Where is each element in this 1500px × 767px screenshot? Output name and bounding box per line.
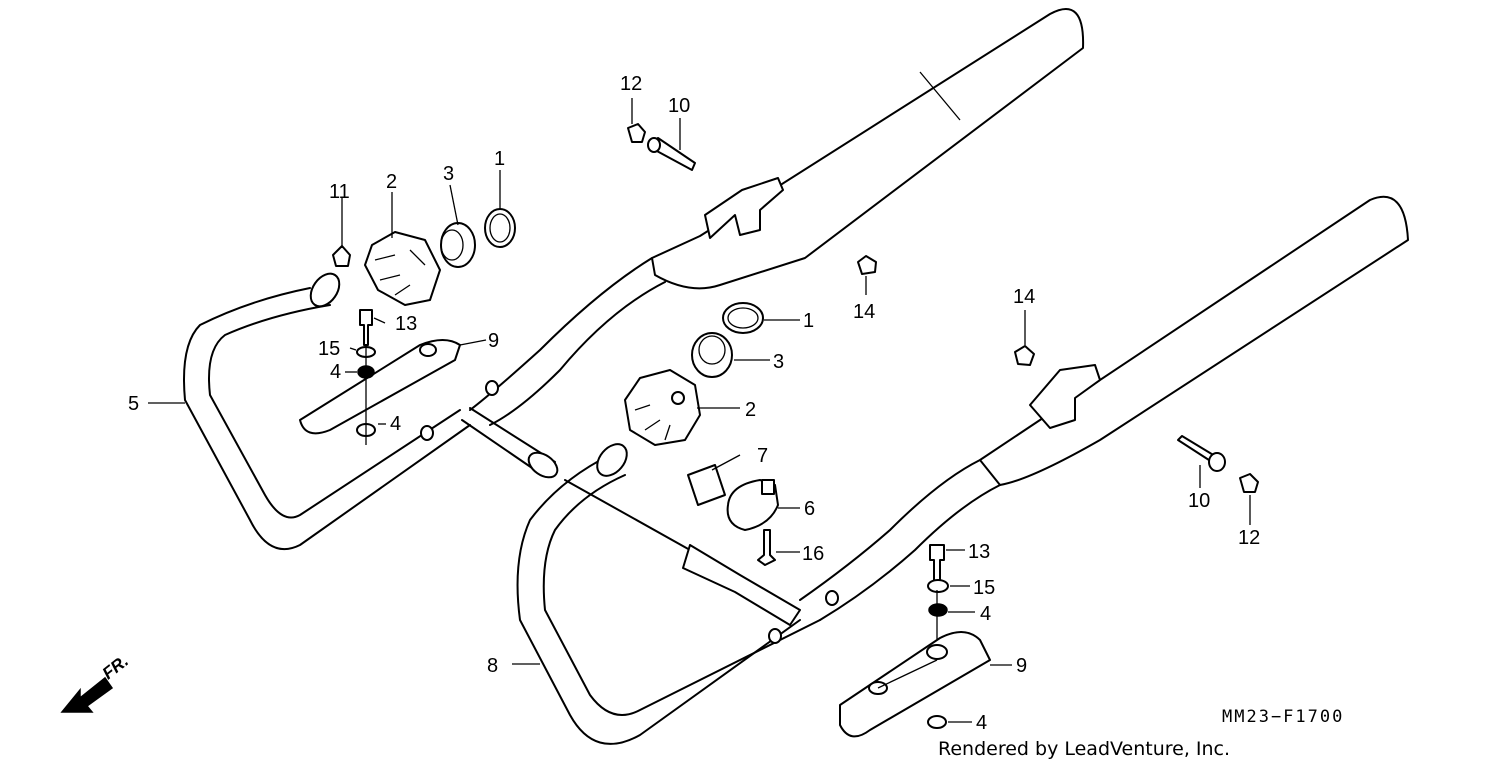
- callout-12-lower: 12: [1238, 527, 1260, 549]
- collar-7: [687, 464, 726, 506]
- front-direction-indicator: FR.: [60, 651, 132, 713]
- callout-10-lower: 10: [1188, 490, 1210, 512]
- washer-4-lower-b: [927, 715, 947, 729]
- callout-3-lower: 3: [773, 351, 784, 373]
- callout-1-upper: 1: [494, 148, 505, 170]
- callout-7: 7: [757, 445, 768, 467]
- front-pipe-lower: [516, 443, 839, 745]
- credit-text: Rendered by LeadVenture, Inc.: [938, 738, 1230, 760]
- collar-3-lower: [691, 332, 733, 378]
- nut-14-lower: [1014, 345, 1035, 366]
- upper-muffler: [469, 8, 1085, 426]
- diagram-code: MM23−F1700: [1222, 707, 1344, 727]
- callout-10-upper: 10: [668, 95, 690, 117]
- joint-2-lower: [624, 369, 701, 446]
- nut-12-lower: [1239, 473, 1259, 493]
- callout-6: 6: [804, 498, 815, 520]
- bolt-13-lower: [929, 544, 945, 583]
- washer-4-lower: [928, 603, 948, 617]
- leader-lines: [148, 98, 1251, 723]
- callout-2-upper: 2: [386, 171, 397, 193]
- bolt-13-upper: [359, 309, 373, 346]
- callout-8: 8: [487, 655, 498, 677]
- callout-9-upper: 9: [488, 330, 499, 352]
- callout-14-lower: 14: [1013, 286, 1035, 308]
- callout-15-lower: 15: [973, 577, 995, 599]
- callout-11: 11: [329, 181, 350, 203]
- front-pipe-upper: [183, 272, 559, 550]
- callouts: 1 3 2 11 12 10 13 15 9 4 4 5 1 3 2 7 6 1…: [128, 73, 1260, 734]
- nut-14-upper: [857, 255, 877, 275]
- callout-14-upper: 14: [853, 301, 875, 323]
- callout-12-upper: 12: [620, 73, 642, 95]
- callout-13-upper: 13: [395, 313, 417, 335]
- callout-3-upper: 3: [443, 163, 454, 185]
- callout-9-lower: 9: [1016, 655, 1027, 677]
- callout-4-upper: 4: [330, 361, 341, 383]
- callout-4-upper-b: 4: [390, 413, 401, 435]
- callout-16: 16: [802, 543, 824, 565]
- callout-1-lower: 1: [803, 310, 814, 332]
- front-arrow-icon: [60, 676, 114, 713]
- callout-4-lower: 4: [980, 603, 991, 625]
- callout-4-lower-b: 4: [976, 712, 987, 734]
- collar-3-upper: [440, 222, 476, 268]
- nut-12-upper: [627, 123, 646, 143]
- joint-2-upper: [364, 231, 441, 306]
- callout-13-lower: 13: [968, 541, 990, 563]
- bolt-16: [757, 529, 776, 566]
- callout-2-lower: 2: [745, 399, 756, 421]
- callout-5: 5: [128, 393, 139, 415]
- washer-15-lower: [927, 579, 949, 593]
- lower-muffler: [799, 195, 1409, 621]
- bracket-9-upper: [299, 339, 461, 435]
- callout-15-upper: 15: [318, 338, 340, 360]
- bracket-9-lower: [839, 631, 991, 738]
- cap-nut-11: [332, 245, 351, 267]
